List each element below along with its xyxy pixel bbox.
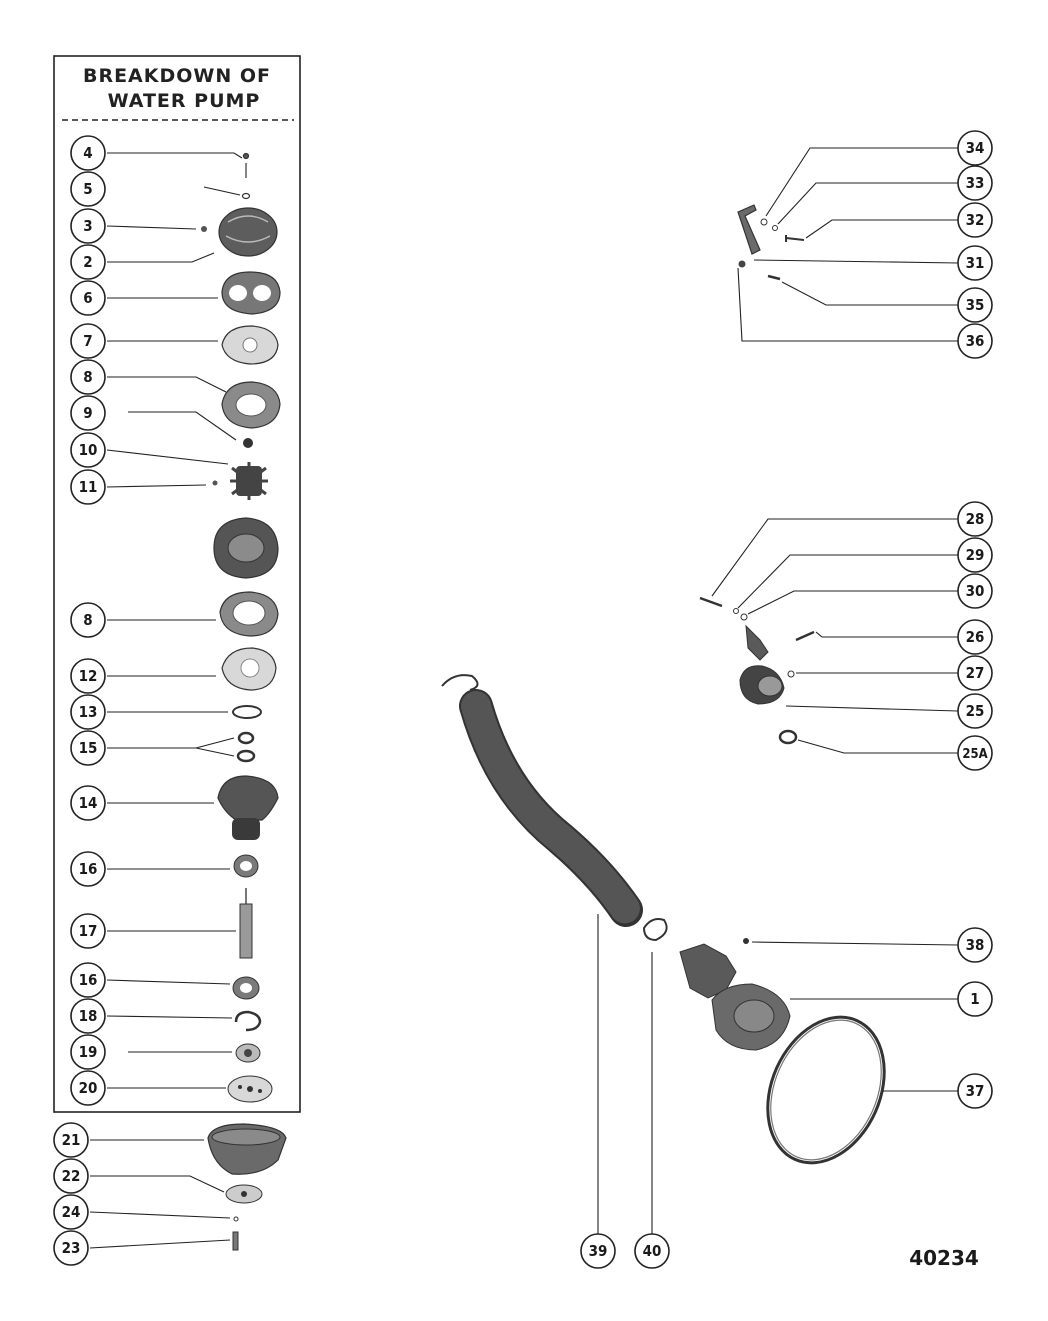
callout-13: 13 bbox=[70, 694, 106, 730]
callout-4: 4 bbox=[70, 135, 106, 171]
svg-text:7: 7 bbox=[83, 332, 92, 350]
callout-28: 28 bbox=[957, 501, 993, 537]
svg-text:10: 10 bbox=[79, 441, 98, 459]
svg-text:30: 30 bbox=[966, 582, 985, 600]
svg-text:24: 24 bbox=[62, 1203, 81, 1221]
callout-10: 10 bbox=[70, 432, 106, 468]
svg-text:4: 4 bbox=[83, 144, 92, 162]
svg-text:16: 16 bbox=[79, 971, 98, 989]
callout-19: 19 bbox=[70, 1034, 106, 1070]
svg-text:13: 13 bbox=[79, 703, 98, 721]
callout-3: 3 bbox=[70, 208, 106, 244]
svg-text:34: 34 bbox=[966, 139, 985, 157]
svg-text:5: 5 bbox=[83, 180, 92, 198]
svg-text:20: 20 bbox=[79, 1079, 98, 1097]
callout-17: 17 bbox=[70, 913, 106, 949]
callout-36: 36 bbox=[957, 323, 993, 359]
callout-6: 6 bbox=[70, 280, 106, 316]
svg-text:9: 9 bbox=[83, 404, 92, 422]
callout-26: 26 bbox=[957, 619, 993, 655]
svg-text:27: 27 bbox=[966, 664, 985, 682]
callout-12: 12 bbox=[70, 658, 106, 694]
callout-11: 11 bbox=[70, 469, 106, 505]
svg-text:14: 14 bbox=[79, 794, 98, 812]
part-drawings-column bbox=[201, 152, 287, 1251]
svg-text:8: 8 bbox=[83, 611, 92, 629]
callout-31: 31 bbox=[957, 245, 993, 281]
svg-text:39: 39 bbox=[589, 1242, 608, 1260]
reference-number: 40234 bbox=[909, 1246, 979, 1270]
svg-text:6: 6 bbox=[83, 289, 92, 307]
svg-text:28: 28 bbox=[966, 510, 985, 528]
callout-18: 18 bbox=[70, 998, 106, 1034]
callout-27: 27 bbox=[957, 655, 993, 691]
callout-16: 16 bbox=[70, 851, 106, 887]
callout-20: 20 bbox=[70, 1070, 106, 1106]
callout-14: 14 bbox=[70, 785, 106, 821]
callout-25a: 25A bbox=[957, 735, 993, 771]
svg-text:31: 31 bbox=[966, 254, 985, 272]
breakdown-panel-frame bbox=[53, 55, 301, 1113]
svg-text:37: 37 bbox=[966, 1082, 985, 1100]
svg-text:25: 25 bbox=[966, 702, 985, 720]
svg-text:21: 21 bbox=[62, 1131, 81, 1149]
callout-5: 5 bbox=[70, 171, 106, 207]
panel-title-line1: BREAKDOWN OF bbox=[83, 65, 271, 87]
callout-33: 33 bbox=[957, 165, 993, 201]
svg-text:8: 8 bbox=[83, 368, 92, 386]
svg-text:2: 2 bbox=[83, 253, 92, 271]
svg-text:17: 17 bbox=[79, 922, 98, 940]
svg-text:26: 26 bbox=[966, 628, 985, 646]
panel-title-line2: WATER PUMP bbox=[108, 90, 261, 112]
svg-text:18: 18 bbox=[79, 1007, 98, 1025]
svg-text:35: 35 bbox=[966, 296, 985, 314]
callout-38: 38 bbox=[957, 927, 993, 963]
svg-text:16: 16 bbox=[79, 860, 98, 878]
svg-text:23: 23 bbox=[62, 1239, 81, 1257]
callout-32: 32 bbox=[957, 202, 993, 238]
callout-25: 25 bbox=[957, 693, 993, 729]
svg-text:29: 29 bbox=[966, 546, 985, 564]
svg-text:3: 3 bbox=[83, 217, 92, 235]
callout-16-lower: 16 bbox=[70, 962, 106, 998]
svg-text:15: 15 bbox=[79, 739, 98, 757]
callout-23: 23 bbox=[53, 1230, 89, 1266]
svg-text:33: 33 bbox=[966, 174, 985, 192]
callout-37: 37 bbox=[957, 1073, 993, 1109]
leader-lines bbox=[89, 147, 959, 1249]
callout-39: 39 bbox=[580, 1233, 616, 1269]
callout-2: 2 bbox=[70, 244, 106, 280]
callout-24: 24 bbox=[53, 1194, 89, 1230]
callout-9: 9 bbox=[70, 395, 106, 431]
callout-30: 30 bbox=[957, 573, 993, 609]
svg-text:12: 12 bbox=[79, 667, 98, 685]
svg-text:38: 38 bbox=[966, 936, 985, 954]
callout-22: 22 bbox=[53, 1158, 89, 1194]
callout-29: 29 bbox=[957, 537, 993, 573]
svg-text:22: 22 bbox=[62, 1167, 81, 1185]
callout-21: 21 bbox=[53, 1122, 89, 1158]
callout-35: 35 bbox=[957, 287, 993, 323]
svg-text:19: 19 bbox=[79, 1043, 98, 1061]
svg-text:25A: 25A bbox=[962, 747, 987, 762]
callout-15: 15 bbox=[70, 730, 106, 766]
svg-text:32: 32 bbox=[966, 211, 985, 229]
callout-34: 34 bbox=[957, 130, 993, 166]
svg-text:1: 1 bbox=[970, 990, 979, 1008]
svg-text:36: 36 bbox=[966, 332, 985, 350]
callout-40: 40 bbox=[634, 1233, 670, 1269]
part-drawings-right bbox=[441, 204, 886, 1165]
callout-8-lower: 8 bbox=[70, 602, 106, 638]
callouts: 4 5 3 2 6 7 8 9 10 11 8 12 13 15 14 16 1… bbox=[53, 130, 993, 1269]
callout-1: 1 bbox=[957, 981, 993, 1017]
callout-8: 8 bbox=[70, 359, 106, 395]
svg-text:11: 11 bbox=[79, 478, 98, 496]
svg-text:40: 40 bbox=[643, 1242, 662, 1260]
callout-7: 7 bbox=[70, 323, 106, 359]
